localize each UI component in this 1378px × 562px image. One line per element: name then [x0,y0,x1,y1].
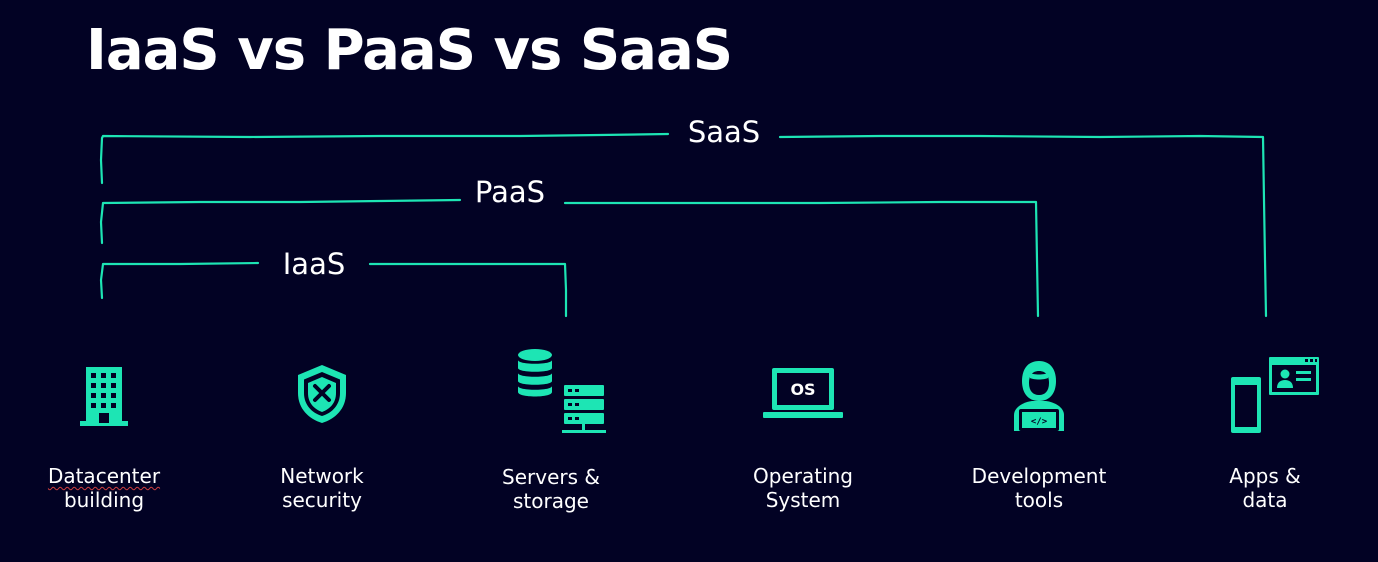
page-title: IaaS vs PaaS vs SaaS [86,18,733,83]
layer-label-line2: data [1242,488,1288,512]
laptop-os-icon: OS [763,368,843,418]
layer-label: Network security [222,464,422,512]
building-icon [80,367,128,426]
layer-datacenter-building: Datacenter building [4,355,204,525]
saas-label: SaaS [687,115,761,149]
layer-label-line2: tools [1014,488,1064,512]
layer-label-line1: Operating [753,464,853,488]
layer-label-line1: Apps & [1229,464,1301,488]
saas-bracket [99,132,1268,318]
layer-label-line2: building [63,488,145,512]
layer-label-line2: security [282,488,362,512]
layer-servers-storage: Servers & storage [451,348,651,523]
os-badge-text: OS [790,380,815,399]
layer-label: Apps & data [1165,464,1365,512]
iaas-label: IaaS [282,247,346,281]
layer-label-line2: System [765,488,841,512]
layer-label: Servers & storage [451,465,651,513]
layer-label-line1: Datacenter [47,464,161,488]
layer-label-line1: Servers & [502,465,600,489]
layer-label-line1: Development [971,464,1107,488]
database-server-icon [518,349,606,433]
layer-label-line2: storage [513,489,589,513]
layer-operating-system: OS Operating System [703,355,903,525]
layer-label: Datacenter building [4,464,204,512]
apps-devices-icon [1231,357,1319,433]
paas-bracket [99,198,1040,318]
developer-icon: </> [1014,361,1064,431]
layer-label-line1: Network [280,464,364,488]
shield-x-icon [298,365,346,423]
layer-label: Operating System [703,464,903,512]
iaas-bracket [99,261,568,318]
svg-text:</>: </> [1031,417,1048,427]
paas-label: PaaS [474,175,546,209]
layer-apps-data: Apps & data [1165,355,1365,525]
layer-development-tools: </> Development tools [939,355,1139,525]
layer-label: Development tools [939,464,1139,512]
layer-network-security: Network security [222,355,422,525]
